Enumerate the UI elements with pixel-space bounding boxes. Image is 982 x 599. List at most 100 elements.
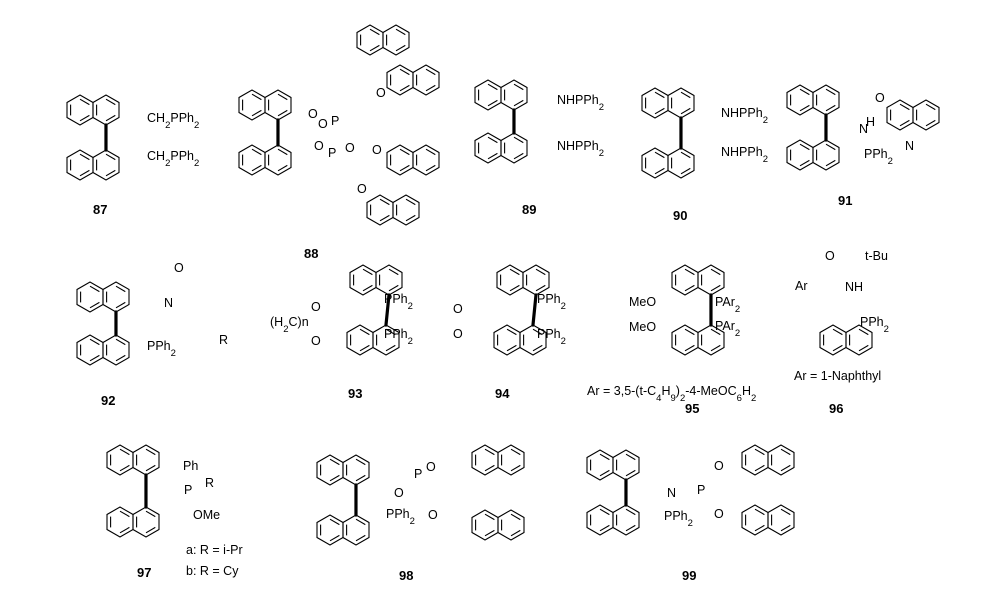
compound-90-aryl-2-ring-a-double-bond <box>654 151 665 159</box>
compound-98-aryl-2-ring-b <box>342 514 370 546</box>
compound-95-aryl-1-ring-a-double-bond <box>684 284 695 292</box>
compound-95-atom-label: PAr2 <box>715 319 740 339</box>
compound-88-aryl-5-ring-b-double-bond <box>425 164 436 172</box>
compound-91-aryl-2-ring-b-double-bond <box>825 159 836 167</box>
compound-99-aryl-4-ring-a-double-bond <box>754 508 765 516</box>
compound-87-aryl-2-ring-a-double-bond <box>79 169 90 177</box>
compound-90-number: 90 <box>673 208 687 223</box>
compound-90-aryl-2-ring-a-double-bond <box>654 167 665 175</box>
compound-91-aryl-3-ring-b-double-bond <box>925 119 936 127</box>
compound-88-atom-label: O <box>345 141 355 155</box>
compound-92-atom-label: PPh2 <box>147 339 176 359</box>
compound-99-atom-label: N <box>667 486 676 500</box>
compound-88-aryl-3-ring-b-double-bond <box>395 44 406 52</box>
compound-97-atom-label: P <box>184 483 192 497</box>
compound-94-biaryl-axis <box>531 293 538 327</box>
compound-93-aryl-2-ring-b-double-bond <box>385 344 396 352</box>
compound-91-aryl-3-ring-b-double-bond <box>925 103 936 111</box>
compound-93-aryl-2-ring-a-double-bond <box>359 328 370 336</box>
compound-88-aryl-2-ring-b-double-bond <box>277 148 288 156</box>
compound-92-aryl-2-ring-a-double-bond <box>89 338 100 346</box>
compound-95-atom-label: MeO <box>629 295 656 309</box>
compound-95-number: 95 <box>685 401 699 416</box>
compound-89-aryl-1-ring-b-double-bond <box>513 99 524 107</box>
compound-89-number: 89 <box>522 202 536 217</box>
compound-97-aryl-1-ring-a-double-bond <box>119 464 130 472</box>
compound-90-aryl-2-ring-b-double-bond <box>680 167 691 175</box>
compound-88-atom-label: P <box>328 146 336 160</box>
compound-88-aryl-5-ring-b <box>412 144 440 176</box>
compound-95-aryl-2-ring-b-double-bond <box>710 328 721 336</box>
compound-88-aryl-5-ring-b-double-bond <box>425 148 436 156</box>
compound-99-atom-label: O <box>714 507 724 521</box>
compound-88-aryl-2-ring-b-double-bond <box>277 164 288 172</box>
compound-91-atom-label: H <box>866 115 875 129</box>
compound-91-atom-label: O <box>875 91 885 105</box>
compound-95-aryl-1-ring-a-double-bond <box>684 268 695 276</box>
compound-99-aryl-1-ring-b-double-bond <box>625 453 636 461</box>
compound-88-aryl-3-ring-b <box>382 24 410 56</box>
compound-98-aryl-4-ring-b <box>497 509 525 541</box>
compound-97-aryl-2-ring-a-double-bond <box>119 510 130 518</box>
compound-89-atom-label: NHPPh2 <box>557 139 604 159</box>
compound-97-aryl-1-ring-b-double-bond <box>145 464 156 472</box>
compound-93-atom-label: O <box>311 334 321 348</box>
compound-94-aryl-1-ring-a-double-bond <box>509 284 520 292</box>
compound-94-aryl-2-ring-b-double-bond <box>532 344 543 352</box>
compound-87-aryl-2-ring-b <box>92 149 120 181</box>
compound-97-aryl-1-ring-b-double-bond <box>145 448 156 456</box>
compound-98-atom-label: O <box>394 486 404 500</box>
compound-99-aryl-2-ring-a-double-bond <box>599 524 610 532</box>
compound-91-aryl-2-ring-b-double-bond <box>825 143 836 151</box>
compound-88-aryl-4-ring-b-double-bond <box>425 84 436 92</box>
compound-88-aryl-6-ring-b <box>392 194 420 226</box>
compound-99-aryl-3-ring-a-double-bond <box>754 448 765 456</box>
compound-95-aryl-2-ring-b <box>697 324 725 356</box>
compound-90-aryl-1-ring-a-double-bond <box>654 91 665 99</box>
compound-91-aryl-2-ring-a-double-bond <box>799 143 810 151</box>
compound-93-atom-label: O <box>311 300 321 314</box>
compound-92-aryl-2-ring-b-double-bond <box>115 354 126 362</box>
compound-99-aryl-3-ring-b <box>767 444 795 476</box>
compound-99-aryl-4-ring-b-double-bond <box>780 524 791 532</box>
compound-88-aryl-1-ring-a-double-bond <box>251 109 262 117</box>
compound-91-aryl-1-ring-b-double-bond <box>825 88 836 96</box>
compound-99-aryl-3-ring-b-double-bond <box>780 448 791 456</box>
compound-97-aryl-2-ring-b <box>132 506 160 538</box>
compound-98-aryl-1-ring-b-double-bond <box>355 458 366 466</box>
compound-90-atom-label: NHPPh2 <box>721 145 768 165</box>
compound-91-aryl-1-ring-b-double-bond <box>825 104 836 112</box>
compound-88-aryl-1-ring-a-double-bond <box>251 93 262 101</box>
compound-96-aryl-1-ring-b-double-bond <box>858 344 869 352</box>
compound-90-atom-label: NHPPh2 <box>721 106 768 126</box>
compound-88-aryl-5-ring-a-double-bond <box>399 148 410 156</box>
compound-95-caption: Ar = 3,5-(t-C4H9)2-4-MeOC6H2 <box>587 384 756 404</box>
compound-87-aryl-1-ring-a-double-bond <box>79 114 90 122</box>
compound-97-atom-label: R <box>205 476 214 490</box>
compound-98-aryl-1-ring-b-double-bond <box>355 474 366 482</box>
compound-94-aryl-1-ring-a-double-bond <box>509 268 520 276</box>
compound-99-aryl-2-ring-b-double-bond <box>625 508 636 516</box>
compound-99-aryl-4-ring-b <box>767 504 795 536</box>
compound-95-aryl-2-ring-a-double-bond <box>684 344 695 352</box>
compound-95-aryl-2-ring-a-double-bond <box>684 328 695 336</box>
compound-89-aryl-1-ring-a-double-bond <box>487 83 498 91</box>
compound-96-atom-label: t-Bu <box>865 249 888 263</box>
compound-95-atom-label: MeO <box>629 320 656 334</box>
compound-88-aryl-6-ring-a-double-bond <box>379 198 390 206</box>
compound-93-aryl-2-ring-b-double-bond <box>385 328 396 336</box>
compound-98-atom-label: O <box>428 508 438 522</box>
compound-92-number: 92 <box>101 393 115 408</box>
compound-93-atom-label: PPh2 <box>384 327 413 347</box>
compound-98-aryl-1-ring-a-double-bond <box>329 458 340 466</box>
compound-99-atom-label: P <box>697 483 705 497</box>
compound-98-number: 98 <box>399 568 413 583</box>
compound-98-aryl-2-ring-b-double-bond <box>355 518 366 526</box>
compound-92-atom-label: O <box>174 261 184 275</box>
compound-91-aryl-1-ring-a-double-bond <box>799 88 810 96</box>
compound-94-aryl-2-ring-a-double-bond <box>506 344 517 352</box>
compound-98-aryl-2-ring-a-double-bond <box>329 518 340 526</box>
compound-88-aryl-3-ring-b-double-bond <box>395 28 406 36</box>
compound-96-aryl-1-ring-b <box>845 324 873 356</box>
